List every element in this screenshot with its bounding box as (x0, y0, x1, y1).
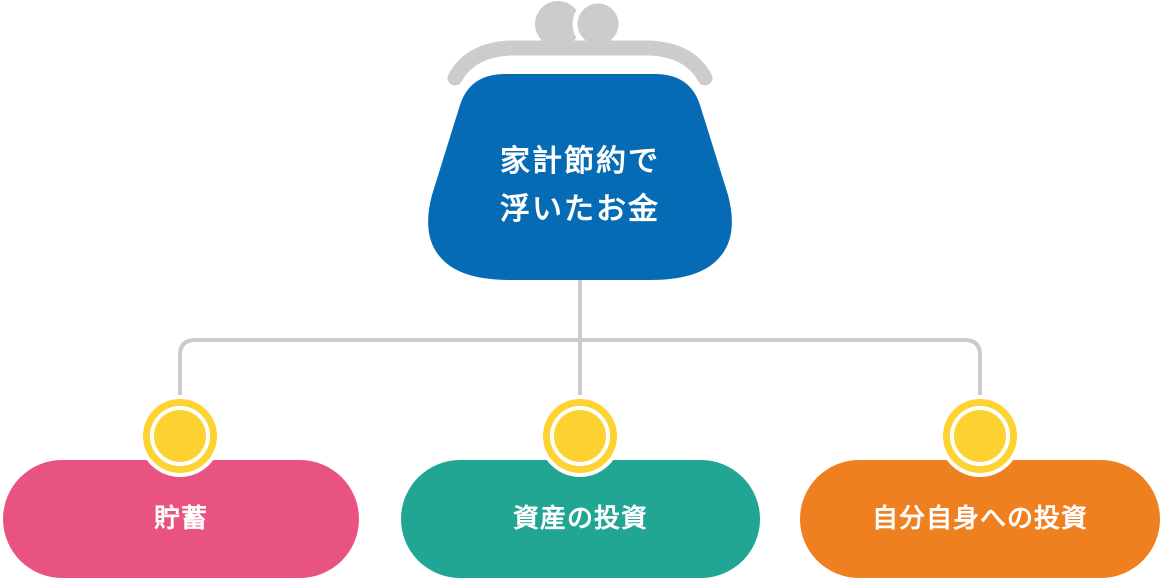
coin-icon (939, 395, 1021, 477)
branch-pill (800, 460, 1160, 578)
branch-pill (3, 460, 359, 578)
branch-pill (401, 460, 760, 578)
self-investment-label: 自分自身への投資 (871, 504, 1088, 534)
connector-lines (178, 280, 982, 400)
purse-label: 家計節約で 浮いたお金 (430, 138, 730, 234)
purse-label-line1: 家計節約で (500, 144, 660, 179)
savings-label: 貯蓄 (153, 504, 208, 534)
asset-investment-label: 資産の投資 (512, 504, 648, 534)
purse-clasp (447, 0, 713, 86)
coin-icon (539, 395, 621, 477)
coin-icon (139, 395, 221, 477)
purse-label-line2: 浮いたお金 (500, 192, 660, 227)
purse-body (428, 74, 732, 280)
